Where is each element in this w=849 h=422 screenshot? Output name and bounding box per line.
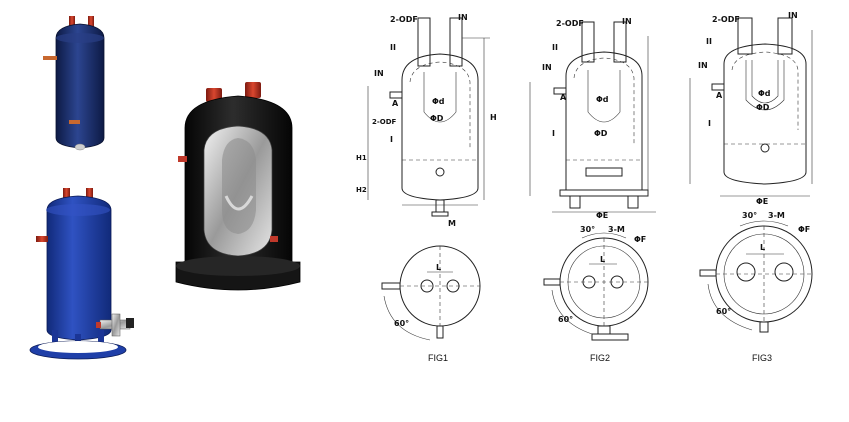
fig2-dim-a-label: A (560, 93, 567, 102)
fig1-dim-m-label: M (448, 219, 456, 228)
fig1-inlet-side-label: IN (374, 69, 384, 78)
fig1-dim-l-label: L (436, 263, 441, 272)
fig2-angle-label: 60° (558, 315, 573, 324)
fig3-dim-d-small-label: Φd (758, 89, 771, 98)
render-accumulator-navy (43, 16, 105, 151)
fig2-dim-d-small-label: Φd (596, 95, 609, 104)
fig2-dim-f-label: ΦF (634, 235, 646, 244)
fig2-inlet-top-label: IN (622, 17, 632, 26)
fig1-top-view (381, 245, 481, 341)
fig2-dim-d-large-label: ΦD (594, 129, 608, 138)
fig2-caption: FIG2 (590, 353, 610, 363)
fig3-inlet-top-label: IN (788, 11, 798, 20)
fig1-dim-h2-label: H2 (356, 186, 367, 194)
fig3-drawing: 2-ODF IN II IN A Φd ΦD I ΦE 30° 3-M ΦF L… (689, 11, 813, 363)
fig1-dim-d-large-label: ΦD (430, 114, 444, 123)
fig1-part-ii-label: II (390, 43, 396, 52)
fig3-caption: FIG3 (752, 353, 772, 363)
fig3-top-view (699, 220, 813, 333)
fig1-part-i-label: I (390, 135, 393, 144)
fig1-outlet-label: 2-ODF (390, 15, 418, 24)
fig3-dim-d-large-label: ΦD (756, 103, 770, 112)
fig2-dim-e-label: ΦE (596, 211, 608, 220)
render-accumulator-black-cutaway (175, 82, 301, 291)
fig1-side-view (367, 17, 490, 217)
fig2-holes-label: 3-M (608, 225, 625, 234)
fig3-angle-top-label: 30° (742, 211, 757, 220)
fig3-dim-e-label: ΦE (756, 197, 768, 206)
fig2-dim-l-label: L (600, 255, 605, 264)
fig2-outlet-label: 2-ODF (556, 19, 584, 28)
fig1-drawing: 2-ODF IN II IN A Φd ΦD I H H1 H2 2-ODF M… (356, 13, 497, 363)
fig3-inlet-side-label: IN (698, 61, 708, 70)
fig2-inlet-side-label: IN (542, 63, 552, 72)
render-accumulator-blue-with-stand (29, 188, 134, 360)
fig3-dim-l-label: L (760, 243, 765, 252)
fig2-part-i-label: I (552, 129, 555, 138)
fig2-side-view (529, 21, 656, 213)
fig2-angle-top-label: 30° (580, 225, 595, 234)
fig1-caption: FIG1 (428, 353, 448, 363)
fig1-dim-a-label: A (392, 99, 399, 108)
fig3-holes-label: 3-M (768, 211, 785, 220)
fig3-part-i-label: I (708, 119, 711, 128)
fig1-dim-d-small-label: Φd (432, 97, 445, 106)
fig2-top-view (543, 232, 649, 341)
fig3-outlet-label: 2-ODF (712, 15, 740, 24)
fig2-part-ii-label: II (552, 43, 558, 52)
fig1-dim-h-label: H (490, 113, 497, 122)
fig1-dim-h1-label: H1 (356, 154, 367, 162)
fig1-inlet-top-label: IN (458, 13, 468, 22)
fig1-angle-label: 60° (394, 319, 409, 328)
fig3-angle-label: 60° (716, 307, 731, 316)
fig2-drawing: 2-ODF IN II IN A Φd ΦD I ΦE 30° 3-M ΦF L… (529, 17, 656, 363)
fig3-dim-a-label: A (716, 91, 723, 100)
fig3-side-view (689, 17, 813, 197)
fig3-dim-f-label: ΦF (798, 225, 810, 234)
fig1-dim-2odf-label: 2-ODF (372, 118, 397, 126)
fig3-part-ii-label: II (706, 37, 712, 46)
